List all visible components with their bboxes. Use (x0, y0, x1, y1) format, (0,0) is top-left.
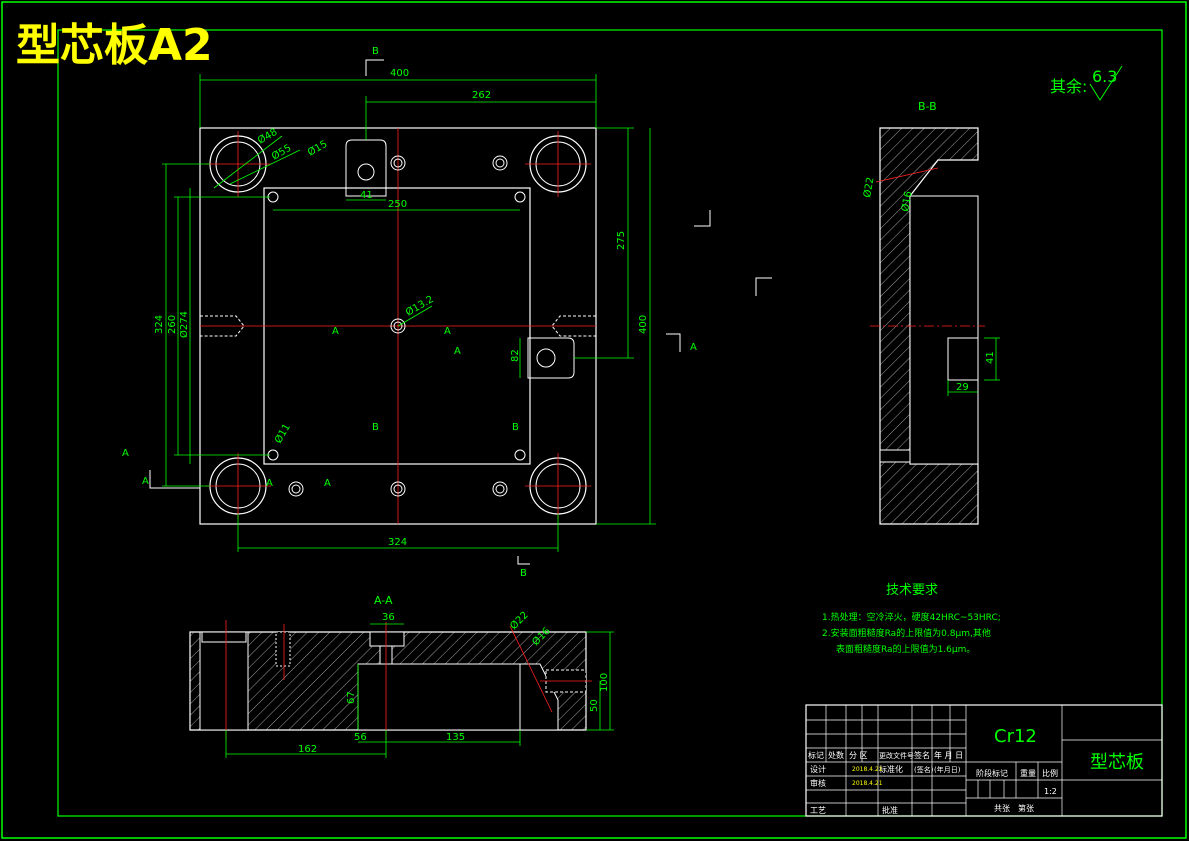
aa-dim-67: 67 (346, 691, 357, 704)
approve-label: 批准 (882, 805, 898, 815)
stage-mark: 阶段标记 (976, 768, 1008, 778)
dim-324-bottom: 324 (388, 537, 407, 548)
sheet-no-label: 第张 (1018, 803, 1034, 813)
roughness-symbol (1089, 65, 1123, 101)
aa-incline (519, 663, 559, 731)
rev-h2: 分 区 (849, 751, 868, 760)
rev-h4: 签名 (914, 750, 930, 760)
dim-dia15: Ø15 (306, 138, 330, 159)
material-value: Cr12 (994, 726, 1037, 747)
dim-dia55: Ø55 (270, 142, 294, 163)
aa-dim-56: 56 (354, 732, 367, 743)
rev-h0: 标记 (808, 750, 824, 760)
dim-dia48: Ø48 (256, 126, 280, 147)
plan-view: 400 262 250 41 324 324 260 Ø274 275 400 … (122, 46, 772, 579)
cut-mark-a-right: A (690, 342, 697, 353)
bb-dim-41: 41 (985, 351, 996, 364)
aa-dim-100: 100 (599, 673, 610, 692)
date-2: 2018.4.21 (852, 780, 883, 787)
roughness-value: 6.3 (1092, 67, 1117, 86)
section-bb-label: B-B (918, 100, 937, 113)
dim-400-right: 400 (638, 315, 649, 334)
rev-h1: 处数 (828, 750, 844, 760)
title-block: 标记 处数 分 区 更改文件号 签名 年 月 日 设计 审核 工艺 标准化 (签… (805, 704, 1163, 817)
slot-hole-right (536, 348, 556, 368)
date-1: 2018.4.21 (852, 766, 883, 773)
dim-250: 250 (388, 199, 407, 210)
label-a4: A (266, 478, 273, 489)
bb-tap-hole (879, 449, 911, 463)
scale-value: 1:2 (1044, 787, 1057, 796)
tech-heading: 技术要求 (886, 583, 938, 598)
std-label: 标准化 (879, 764, 903, 774)
label-a6: A (142, 476, 149, 487)
ymd-label: (年月日) (934, 765, 961, 774)
aa-dim-162: 162 (298, 744, 317, 755)
weight-label: 重量 (1020, 768, 1036, 778)
bb-dim-29: 29 (956, 382, 969, 393)
label-b1: B (372, 422, 379, 433)
dim-400: 400 (390, 68, 409, 79)
label-b2: B (512, 422, 519, 433)
bb-dim-16: Ø16 (899, 190, 914, 212)
dim-dia11: Ø11 (272, 422, 293, 446)
dim-274: Ø274 (178, 311, 190, 338)
aa-dim-36: 36 (382, 612, 395, 623)
aa-counterbore (201, 631, 247, 643)
section-aa-label: A-A (374, 594, 393, 607)
dim-262: 262 (472, 90, 491, 101)
roughness-label: 其余: (1050, 77, 1087, 96)
ratio-label: 比例 (1042, 768, 1058, 778)
sheets-label: 共张 (994, 804, 1010, 813)
dim-260: 260 (167, 315, 178, 334)
ejector-slot-top (345, 139, 387, 197)
label-a1: A (332, 326, 339, 337)
aa-tap-hole (275, 631, 291, 667)
tech-requirements: 技术要求 1.热处理：空冷淬火，硬度42HRC~53HRC; 2.安装面粗糙度R… (822, 583, 1001, 655)
label-a5: A (324, 478, 331, 489)
row-design: 设计 (810, 764, 826, 774)
part-name: 型芯板 (1090, 752, 1144, 773)
tech-line-2: 2.安装面粗糙度Ra的上限值为0.8μm,其他 (822, 627, 991, 639)
bolt-holes (267, 155, 526, 497)
section-aa: A-A 36 Ø22 Ø16 100 67 50 (189, 594, 614, 758)
aa-cavity (357, 663, 521, 731)
bb-dim-22: Ø22 (861, 176, 876, 198)
dim-275: 275 (616, 231, 627, 250)
aa-top-slot (369, 631, 405, 647)
tech-line-1: 1.热处理：空冷淬火，硬度42HRC~53HRC; (822, 611, 1001, 623)
guide-hole-br (525, 453, 591, 519)
aa-dim-135: 135 (446, 732, 465, 743)
dim-dia13: Ø13.2 (404, 293, 436, 318)
row-process: 工艺 (810, 806, 826, 815)
aa-guide-bore (199, 631, 249, 731)
rev-h5: 年 月 日 (934, 750, 963, 760)
bb-cavity (909, 195, 979, 465)
inner-frame (57, 29, 1163, 817)
slot-hole-top (357, 163, 375, 181)
dim-82: 82 (510, 349, 521, 362)
bb-incline-axis (875, 167, 939, 183)
section-bb: B-B 41 29 Ø22 Ø16 (861, 100, 1000, 525)
label-a2: A (444, 326, 451, 337)
cut-mark-a-left: A (122, 448, 129, 459)
sign-label: (签名) (914, 765, 934, 774)
drawing-title: 型芯板A2 (16, 20, 213, 71)
row-check: 审核 (810, 778, 826, 788)
guide-hole-bl (205, 453, 271, 519)
label-a3: A (454, 346, 461, 357)
tech-line-3: 表面粗糙度Ra的上限值为1.6μm。 (836, 643, 975, 655)
guide-hole-tr (525, 131, 591, 197)
dim-324-left: 324 (154, 315, 165, 334)
bb-slot (947, 337, 979, 381)
aa-dim-50: 50 (589, 699, 600, 712)
rev-h3: 更改文件号 (879, 751, 914, 760)
ejector-slot-right (527, 337, 575, 379)
cut-mark-b-top: B (372, 46, 379, 57)
dim-41: 41 (360, 190, 373, 201)
cut-mark-b-bottom: B (520, 568, 527, 579)
